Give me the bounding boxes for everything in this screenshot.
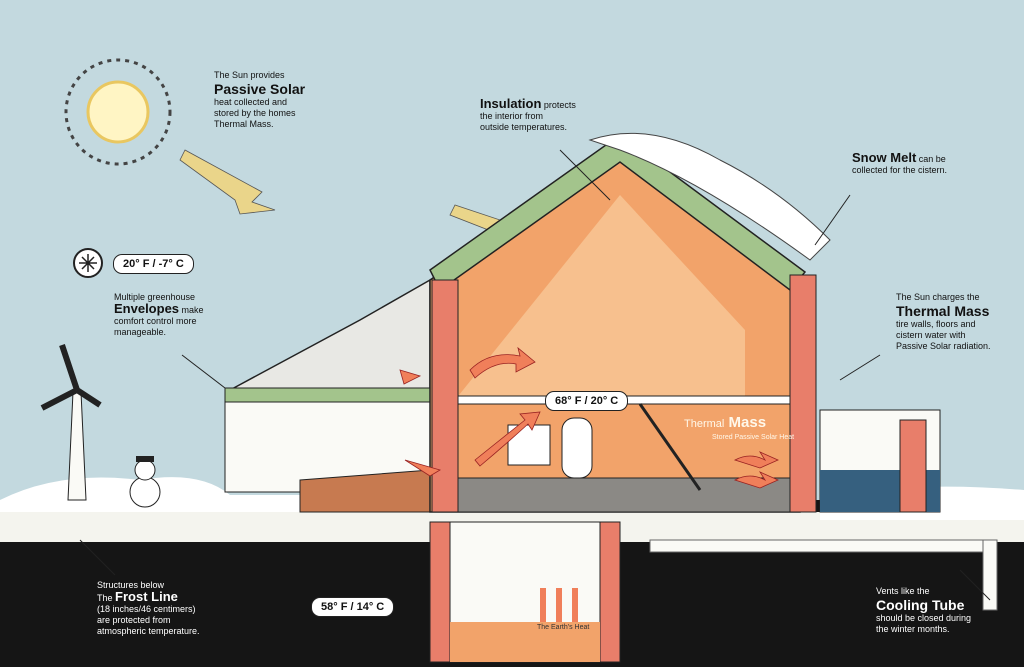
tiled-floor [457,477,791,513]
earth-heat-arrows [540,588,578,622]
sun-icon [64,58,172,166]
basement-wall-left [429,521,451,663]
label-snow-melt: Snow Melt can be collected for the ciste… [852,150,948,175]
temperature-ground: 58° F / 14° C [311,597,395,617]
temperature-outside: 20° F / -7° C [113,254,194,274]
wind-turbine-icon [40,344,102,501]
porch-deck [224,387,431,403]
label-insulation: Insulation protects the interior from ou… [480,96,576,132]
tire-wall-right [789,274,817,513]
label-frost-line: Structures below The Frost Line (18 inch… [97,580,200,636]
cooling-tube-vent [982,539,998,611]
sunbeam-arrow [179,149,276,215]
label-envelopes: Multiple greenhouse Envelopes make comfo… [114,292,204,337]
label-thermal-mass: The Sun charges the Thermal Mass tire wa… [896,292,991,351]
label-cooling-tube: Vents like the Cooling Tube should be cl… [876,586,972,634]
earth-floor [450,622,600,662]
heat-arrows [399,346,779,489]
stored-heat-label: Stored Passive Solar Heat [712,434,795,441]
basement-wall-right [599,521,621,663]
mud-wall [455,195,745,400]
roof-snow [588,132,831,261]
greenhouse-roof [229,278,431,401]
tire-wall-left [431,279,459,513]
cooling-tube [649,539,996,553]
thermal-mass-label: Thermal Mass [684,414,767,431]
staircase [638,403,702,491]
snowflake-icon [73,248,103,278]
callout-lines [79,149,991,601]
temperature-inside: 68° F / 20° C [545,391,629,411]
label-passive-solar: The Sun provides Passive Solar heat coll… [214,70,306,129]
snowman-icon [129,456,161,508]
earth-heat-label: The Earth's Heat [537,624,590,631]
cistern-wall [899,419,927,513]
door [561,417,593,479]
